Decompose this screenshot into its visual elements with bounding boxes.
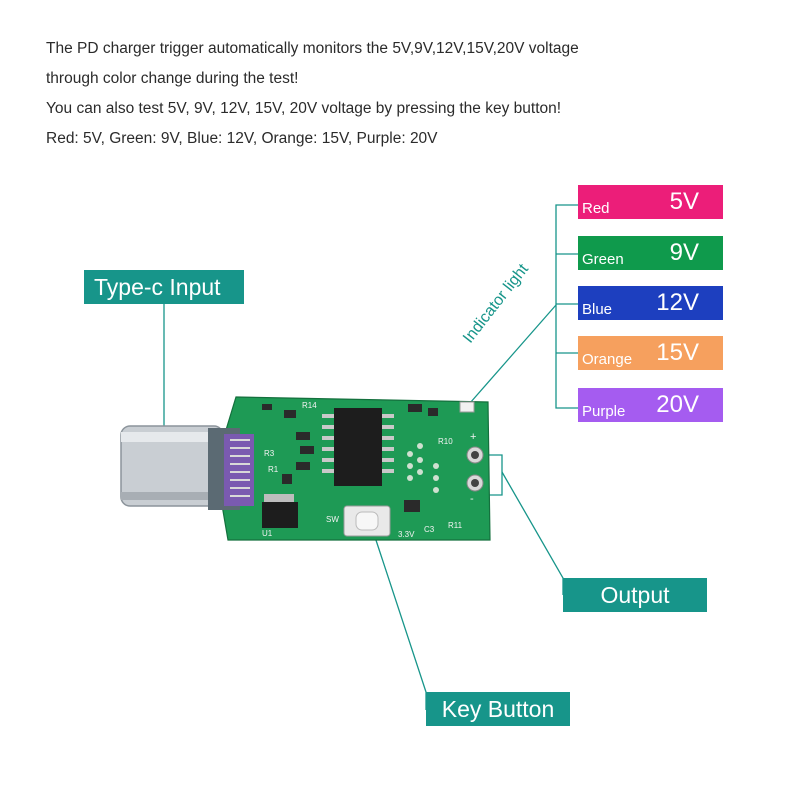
silk-plus: + xyxy=(470,431,476,443)
silk-u1: U1 xyxy=(262,529,273,538)
silk-sw: SW xyxy=(326,515,339,524)
main-ic xyxy=(334,408,382,486)
swatch-blue-voltage: 12V xyxy=(656,289,699,316)
description-line-4: Red: 5V, Green: 9V, Blue: 12V, Orange: 1… xyxy=(46,130,438,147)
type-c-input-callout: Type-c Input xyxy=(84,270,244,304)
swatch-blue-name: Blue xyxy=(582,301,613,318)
description-line-1: The PD charger trigger automatically mon… xyxy=(46,40,579,57)
regulator-u1 xyxy=(262,502,298,528)
swatch-red: Red 5V xyxy=(578,185,723,219)
key-button-callout: Key Button xyxy=(426,692,570,726)
swatch-purple-name: Purple xyxy=(582,403,626,420)
output-callout: Output xyxy=(563,578,707,612)
swatch-orange-name: Orange xyxy=(582,351,633,368)
silk-r3: R3 xyxy=(264,449,275,458)
silk-minus: - xyxy=(470,493,474,505)
indicator-led xyxy=(459,401,475,413)
swatch-blue: Blue 12V xyxy=(578,286,723,320)
output-bracket xyxy=(488,454,503,496)
swatch-green-voltage: 9V xyxy=(669,239,699,266)
swatch-red-name: Red xyxy=(582,200,610,217)
swatch-green-name: Green xyxy=(582,251,624,268)
swatch-green: Green 9V xyxy=(578,236,723,270)
description-line-3: You can also test 5V, 9V, 12V, 15V, 20V … xyxy=(46,100,562,117)
indicator-bracket xyxy=(555,204,578,409)
indicator-leader xyxy=(469,304,557,404)
description-block: The PD charger trigger automatically mon… xyxy=(46,34,766,154)
silk-r11: R11 xyxy=(448,521,463,530)
swatch-purple: Purple 20V xyxy=(578,388,723,422)
swatch-purple-voltage: 20V xyxy=(656,391,699,418)
swatch-orange: Orange 15V xyxy=(578,336,723,370)
swatch-red-voltage: 5V xyxy=(669,188,699,215)
swatch-orange-voltage: 15V xyxy=(656,339,699,366)
description-line-2: through color change during the test! xyxy=(46,70,299,87)
silk-r14: R14 xyxy=(302,401,317,410)
silk-r1: R1 xyxy=(268,465,279,474)
silk-3v3: 3.3V xyxy=(398,530,415,539)
silk-c3: C3 xyxy=(424,525,435,534)
silk-r10: R10 xyxy=(438,437,453,446)
